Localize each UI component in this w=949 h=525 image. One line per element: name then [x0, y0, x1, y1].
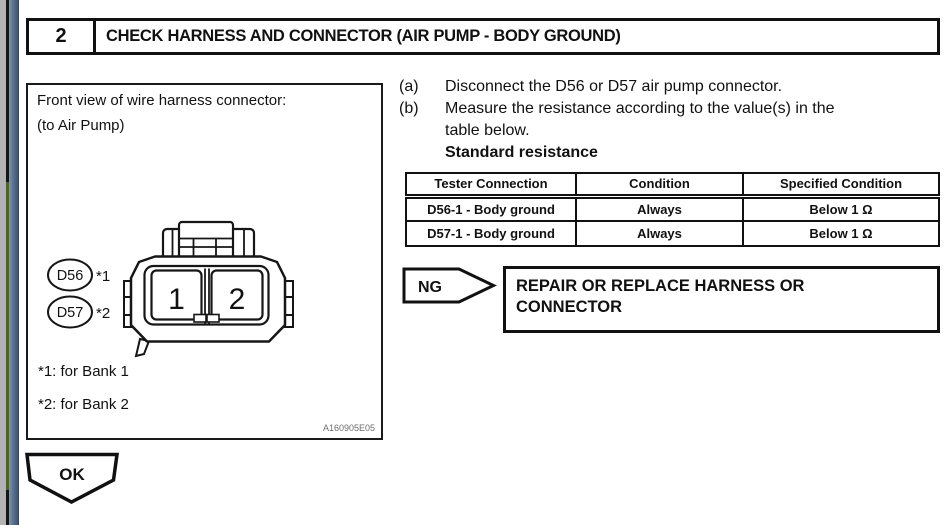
ng-action-line2: CONNECTOR: [516, 298, 623, 316]
connector-figure-box: Front view of wire harness connector: (t…: [26, 83, 383, 440]
ng-action-box: REPAIR OR REPLACE HARNESS OR CONNECTOR: [503, 266, 940, 333]
step-b-label: (b): [399, 100, 419, 117]
background-window-edge-gray: [0, 0, 6, 525]
cavity-notch: [206, 313, 220, 323]
pin1-cavity: [150, 269, 203, 321]
standard-resistance-label: Standard resistance: [445, 144, 598, 161]
resistance-table: Tester Connection Condition Specified Co…: [405, 172, 940, 247]
table-header-condition: Condition: [575, 172, 744, 199]
step-number: 2: [29, 21, 96, 52]
table-header-specified-condition: Specified Condition: [742, 172, 940, 199]
figure-footnote-1: *1: for Bank 1: [38, 363, 129, 380]
table-row: D56-1 - Body ground Always Below 1 Ω: [405, 195, 940, 222]
ng-action-line1: REPAIR OR REPLACE HARNESS OR: [516, 277, 805, 295]
d56-callout-ellipse: [47, 258, 93, 292]
step-b-text-line2: table below.: [445, 122, 530, 139]
table-row: D57-1 - Body ground Always Below 1 Ω: [405, 220, 940, 247]
d56-callout-label: D56: [57, 268, 84, 284]
background-window-edge-dark-bottom: [6, 490, 9, 525]
d57-callout-label: D57: [57, 305, 84, 321]
step-a-label: (a): [399, 78, 419, 95]
table-cell: Below 1 Ω: [742, 220, 940, 247]
table-header-tester-connection: Tester Connection: [405, 172, 577, 199]
table-cell: D57-1 - Body ground: [405, 220, 577, 247]
background-window-edge-blue: [9, 0, 19, 525]
connector-latch-housing: [161, 220, 256, 262]
connector-inner-rim: [143, 264, 270, 326]
table-header-row: Tester Connection Condition Specified Co…: [405, 172, 940, 199]
d57-ref-mark: *2: [96, 305, 110, 322]
procedure-text: (a) Disconnect the D56 or D57 air pump c…: [399, 76, 947, 164]
step-a-text: Disconnect the D56 or D57 air pump conne…: [445, 78, 783, 95]
connector-diagram: D56 *1 D57 *2: [47, 220, 294, 358]
step-header: 2 CHECK HARNESS AND CONNECTOR (AIR PUMP …: [26, 18, 940, 55]
pin1-number: 1: [168, 283, 185, 316]
d57-callout-ellipse: [47, 295, 93, 329]
d56-ref-mark: *1: [96, 268, 110, 285]
figure-code: A160905E05: [322, 423, 375, 433]
background-window-edge-green: [6, 182, 9, 490]
table-cell: Always: [575, 195, 744, 222]
table-cell: Always: [575, 220, 744, 247]
pin2-cavity: [210, 269, 264, 321]
background-window-edge-dark-top: [6, 0, 9, 182]
ok-arrow: OK: [25, 452, 120, 504]
connector-side-wings: [123, 280, 294, 328]
step-title: CHECK HARNESS AND CONNECTOR (AIR PUMP - …: [106, 27, 621, 45]
figure-footnote-2: *2: for Bank 2: [38, 396, 129, 413]
table-cell: Below 1 Ω: [742, 195, 940, 222]
cavity-notch: [193, 313, 207, 323]
figure-caption-line1: Front view of wire harness connector:: [37, 92, 287, 109]
pin2-number: 2: [229, 283, 246, 316]
ng-label: NG: [418, 279, 442, 296]
ng-arrow: NG: [402, 267, 497, 304]
step-b-text-line1: Measure the resistance according to the …: [445, 100, 835, 117]
ok-label: OK: [59, 465, 85, 484]
figure-caption-line2: (to Air Pump): [37, 117, 125, 134]
table-cell: D56-1 - Body ground: [405, 195, 577, 222]
